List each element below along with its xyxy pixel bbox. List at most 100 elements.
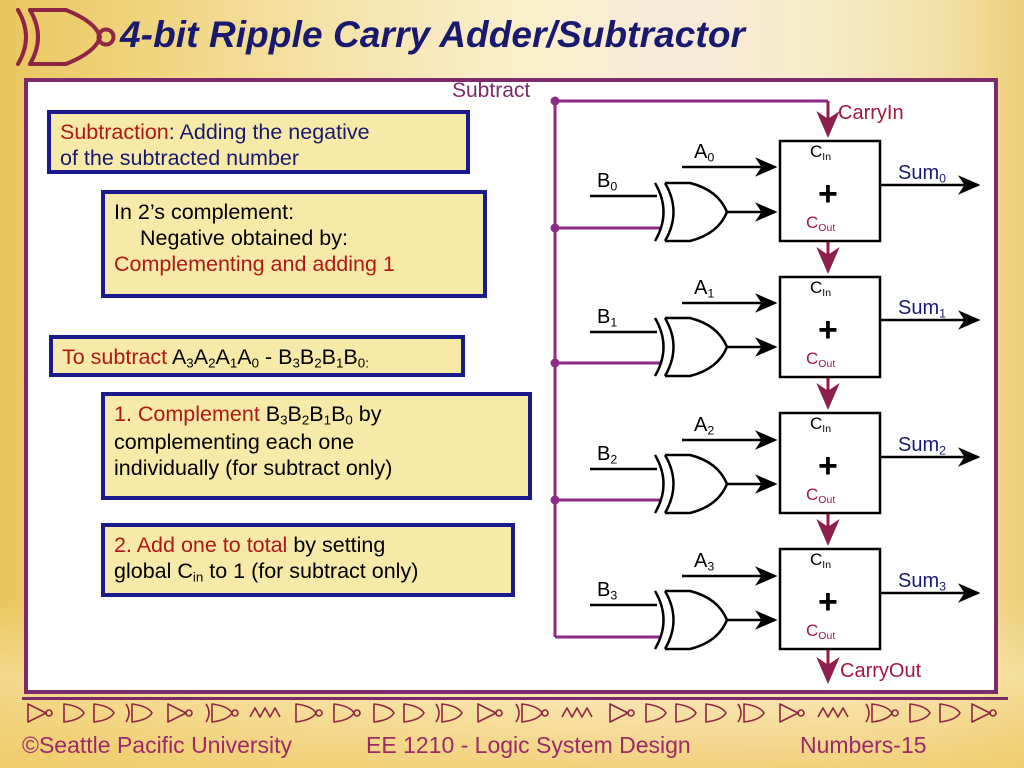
- xor-buffer-icon: [125, 703, 153, 723]
- cout-label-3: COut: [806, 621, 836, 642]
- sum0-label: Sum0: [898, 162, 947, 186]
- resistor-zigzag-icon: [249, 707, 281, 718]
- cout-label-0: COut: [806, 213, 836, 234]
- resistor-zigzag-icon: [817, 707, 849, 718]
- buffer-bubble-icon: [27, 703, 53, 723]
- b3-sub: 3: [280, 412, 288, 428]
- footer-course: EE 1210 - Logic System Design: [366, 732, 691, 758]
- buffer-icon: [93, 703, 115, 723]
- b5-rest: by setting: [287, 533, 386, 557]
- cin-sub: in: [192, 569, 204, 585]
- page-title: 4-bit Ripple Carry Adder/Subtractor: [120, 14, 746, 55]
- plus-label-2: +: [818, 447, 838, 485]
- xnor-icon: [205, 703, 239, 723]
- plus-label-1: +: [818, 311, 838, 349]
- buffer-icon: [705, 703, 727, 723]
- a3-label: A3: [694, 550, 715, 574]
- b3-operands: A3A2A1A0 - B3B2B1B0:: [171, 345, 369, 371]
- textbox-twos-complement: In 2’s complement: Negative obtained by:…: [101, 190, 487, 298]
- xor-buffer-icon: [435, 703, 463, 723]
- sum1-label: Sum1: [898, 297, 947, 321]
- b3-lead: To subtract: [62, 345, 172, 369]
- b1-label: B1: [597, 306, 618, 330]
- b1-rest: : Adding the negative: [168, 120, 370, 144]
- a-letter: A: [171, 345, 187, 369]
- a2-label: A2: [694, 414, 715, 438]
- plus-label-0: +: [818, 175, 838, 213]
- carry-out-label: CarryOut: [840, 660, 922, 682]
- b2-sub: 2: [314, 355, 322, 371]
- sum3-label: Sum3: [898, 570, 947, 594]
- b1-lead: Subtraction: [60, 120, 169, 144]
- buffer-icon: [909, 703, 931, 723]
- b3-label: B3: [597, 579, 618, 603]
- buffer-icon: [63, 703, 85, 723]
- textbox-step-2: 2. Add one to total by setting global Ci…: [101, 523, 515, 597]
- buffer-icon: [403, 703, 425, 723]
- a-letter: A: [215, 345, 230, 369]
- textbox-step-1: 1. Complement B3B2B1B0 by complementing …: [101, 392, 532, 500]
- footer-copyright: ©Seattle Pacific University: [22, 732, 293, 758]
- textbox-to-subtract: To subtract A3A2A1A0 - B3B2B1B0:: [49, 335, 465, 377]
- inverter-icon: [971, 703, 997, 723]
- xnor-gate-logo-icon: [16, 8, 116, 66]
- a1-sub: 1: [229, 355, 238, 371]
- b4-tail: by: [352, 402, 382, 426]
- buffer-icon: [675, 703, 697, 723]
- inverter-icon: [295, 703, 323, 723]
- footer-divider: [22, 697, 1008, 700]
- b5-line2a: global C: [114, 559, 193, 584]
- cin-label-2: CIn: [810, 414, 832, 435]
- b1-line2: of the subtracted number: [60, 146, 300, 171]
- textbox-subtraction-definition: Subtraction: Adding the negative of the …: [47, 110, 470, 174]
- plus-label-3: +: [818, 583, 838, 621]
- a0-sub: 0: [251, 355, 260, 371]
- a-letter: A: [193, 345, 209, 369]
- a0-label: A0: [694, 141, 715, 165]
- cin-label-0: CIn: [810, 142, 832, 163]
- cout-label-2: COut: [806, 485, 836, 506]
- buffer-icon: [373, 703, 395, 723]
- b2-sub: 2: [301, 412, 310, 428]
- inverter-icon: [333, 703, 361, 723]
- b2-line1: In 2’s complement:: [114, 200, 295, 224]
- footer-page-number: Numbers-15: [800, 732, 927, 758]
- inverter-icon: [779, 703, 805, 723]
- footer-gate-decoration-icons: [27, 703, 997, 723]
- b4-line3: individually (for subtract only): [114, 456, 393, 481]
- a3-sub: 3: [186, 355, 194, 371]
- b3-sub: 3: [292, 355, 300, 371]
- buffer-bubble-icon: [609, 703, 635, 723]
- b2-line2: Negative obtained by:: [140, 226, 348, 251]
- b1-sub: 1: [323, 412, 332, 428]
- a-letter: A: [237, 345, 252, 369]
- b2-line3: Complementing and adding 1: [114, 252, 395, 277]
- a2-sub: 2: [208, 355, 216, 371]
- a1-label: A1: [694, 277, 715, 301]
- b5-lead: 2. Add one to total: [114, 533, 288, 557]
- carry-in-label: CarryIn: [838, 102, 904, 124]
- b2-label: B2: [597, 443, 618, 467]
- b0-label: B0: [597, 170, 618, 194]
- inverter-icon: [477, 703, 503, 723]
- cin-label-1: CIn: [810, 278, 832, 299]
- xnor-icon: [515, 703, 549, 723]
- b4-operand: B3B2B1B0: [265, 402, 353, 428]
- resistor-zigzag-icon: [561, 707, 593, 718]
- cin-label-3: CIn: [810, 550, 832, 571]
- minus-sign: -: [259, 345, 279, 369]
- b5-line2b: to 1 (for subtract only): [203, 559, 419, 584]
- colon: :: [365, 355, 369, 371]
- inverter-icon: [167, 703, 193, 723]
- buffer-icon: [645, 703, 667, 723]
- b4-lead: 1. Complement: [114, 402, 266, 426]
- b4-line2: complementing each one: [114, 429, 355, 454]
- subtract-label: Subtract: [452, 79, 531, 102]
- b0-sub: 0: [345, 412, 353, 428]
- xor-buffer-icon: [737, 703, 765, 723]
- xnor-icon: [865, 703, 899, 723]
- footer-bar: ©Seattle Pacific University EE 1210 - Lo…: [0, 730, 1024, 768]
- b0-sub: 0: [357, 355, 366, 371]
- sum2-label: Sum2: [898, 434, 947, 458]
